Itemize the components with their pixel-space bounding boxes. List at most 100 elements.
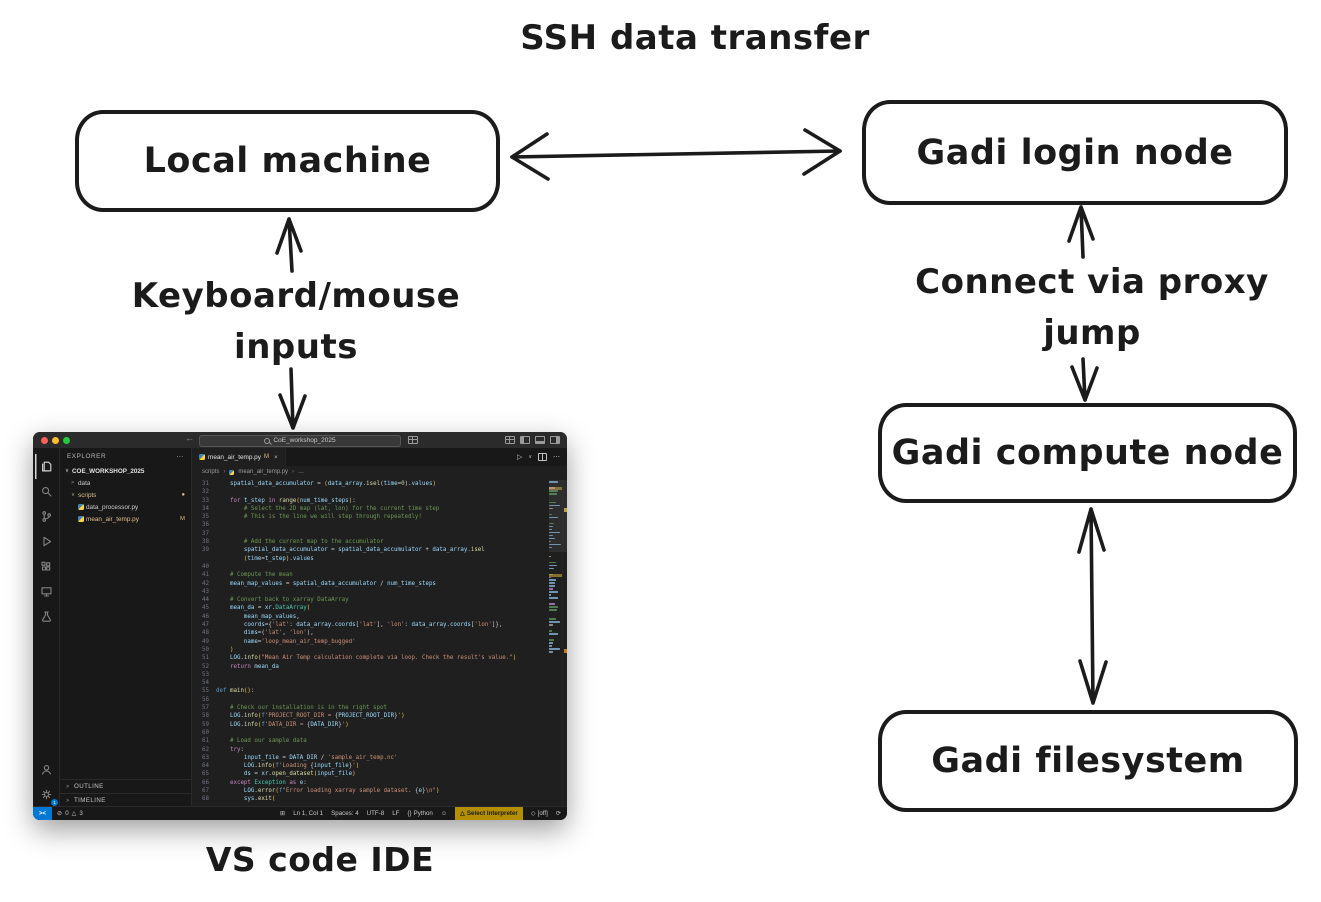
minimap-line bbox=[549, 546, 552, 549]
git-modified-badge: M bbox=[263, 454, 269, 460]
minimap-line bbox=[549, 588, 553, 591]
toggle-secondary-sidebar-icon[interactable] bbox=[550, 436, 560, 444]
explorer-root-folder[interactable]: ∨ COE_WORKSHOP_2025 bbox=[60, 465, 191, 477]
minimize-window-button[interactable] bbox=[52, 437, 59, 444]
minimap-line bbox=[549, 582, 555, 585]
minimap-line bbox=[549, 489, 558, 492]
minimap-line bbox=[549, 528, 553, 531]
settings-gear-icon[interactable]: 1 bbox=[35, 782, 58, 807]
breadcrumb-file[interactable]: mean_air_temp.py bbox=[238, 469, 289, 475]
notifications-bell-icon[interactable]: ⟳ bbox=[555, 810, 561, 817]
command-center-search[interactable]: CoE_workshop_2025 bbox=[199, 434, 401, 447]
run-dropdown-icon[interactable]: ∨ bbox=[528, 454, 532, 460]
copilot-status[interactable]: ◇[off] bbox=[530, 810, 548, 817]
encoding-status[interactable]: UTF-8 bbox=[366, 810, 385, 817]
settings-badge: 1 bbox=[51, 799, 58, 806]
cursor-position[interactable]: Ln 1, Col 1 bbox=[293, 810, 324, 817]
accounts-icon[interactable] bbox=[35, 757, 57, 782]
minimap-line bbox=[549, 507, 553, 510]
customize-layout-icon[interactable] bbox=[408, 436, 418, 444]
explorer-item-data-processor-py[interactable]: data_processor.py bbox=[60, 501, 191, 513]
outline-section[interactable]: > OUTLINE bbox=[60, 779, 191, 793]
warnings-count: 3 bbox=[79, 810, 83, 817]
tab-bar: mean_air_temp.py M × ▷ ∨ ⋯ bbox=[192, 448, 567, 466]
layout-grid-icon[interactable] bbox=[505, 436, 515, 444]
source-control-icon[interactable] bbox=[35, 504, 57, 529]
minimap-line bbox=[549, 561, 556, 564]
editor-area: mean_air_temp.py M × ▷ ∨ ⋯ scripts › mea… bbox=[192, 448, 567, 807]
select-interpreter-button[interactable]: △Select Interpreter bbox=[455, 807, 523, 820]
breadcrumb-separator: › bbox=[223, 469, 226, 475]
ruler-mark bbox=[563, 649, 567, 654]
minimap-line bbox=[549, 645, 553, 647]
remote-explorer-icon[interactable] bbox=[35, 579, 57, 604]
close-window-button[interactable] bbox=[41, 437, 48, 444]
run-python-icon[interactable]: ▷ bbox=[516, 454, 523, 461]
code-line: 66 except Exception as e: bbox=[202, 779, 307, 786]
explorer-item-label: data_processor.py bbox=[86, 503, 139, 511]
code-line: (time=t_step).values bbox=[243, 555, 314, 562]
window-controls[interactable] bbox=[41, 437, 70, 444]
keyboard-mouse-label-line2: inputs bbox=[234, 327, 358, 367]
minimap-line bbox=[549, 603, 555, 605]
minimap-line bbox=[549, 579, 557, 582]
minimap-slider[interactable] bbox=[549, 480, 567, 552]
code-line: 60 bbox=[202, 729, 209, 736]
extensions-icon[interactable] bbox=[35, 554, 57, 579]
minimap-line bbox=[549, 522, 555, 525]
feedback-icon[interactable]: ☺ bbox=[440, 810, 448, 817]
toggle-sidebar-icon[interactable] bbox=[520, 436, 530, 444]
minimap-line bbox=[549, 633, 558, 635]
explorer-more-icon[interactable]: ⋯ bbox=[176, 453, 184, 461]
chevron-right-icon: > bbox=[66, 783, 70, 790]
code-line: 40 bbox=[202, 563, 209, 570]
breadcrumb-scripts[interactable]: scripts bbox=[202, 469, 220, 475]
toggle-panel-icon[interactable] bbox=[535, 436, 545, 444]
language-mode[interactable]: {}Python bbox=[407, 810, 433, 817]
back-arrow-icon[interactable]: ← bbox=[185, 433, 197, 443]
minimap-line bbox=[549, 651, 553, 653]
close-tab-icon[interactable]: × bbox=[273, 453, 278, 461]
search-sidebar-icon[interactable] bbox=[35, 479, 57, 504]
timeline-section[interactable]: > TIMELINE bbox=[60, 793, 191, 807]
zoom-window-button[interactable] bbox=[63, 437, 70, 444]
editor-more-actions-icon[interactable]: ⋯ bbox=[553, 454, 560, 461]
chevron-down-icon: ∨ bbox=[65, 468, 70, 474]
minimap-line bbox=[549, 576, 551, 579]
ssh-data-transfer-label: SSH data transfer bbox=[520, 18, 870, 58]
code-line: 48 dims=('lat', 'lon'), bbox=[202, 630, 314, 637]
activity-bar: 1 bbox=[33, 448, 60, 807]
remote-indicator[interactable]: >< bbox=[33, 807, 52, 820]
code-line: 34 # Select the 2D map (lat, lon) for th… bbox=[202, 505, 440, 512]
local-machine-node: Local machine bbox=[75, 110, 500, 212]
explorer-item-data[interactable]: >data bbox=[60, 477, 191, 489]
arrow-ssh-line bbox=[510, 149, 842, 159]
explorer-item-label: mean_air_temp.py bbox=[86, 515, 139, 523]
problems-status[interactable]: ⊘ 0 △ 3 bbox=[52, 807, 83, 820]
overview-ruler[interactable] bbox=[562, 478, 567, 807]
minimap-highlight bbox=[549, 574, 562, 577]
run-debug-icon[interactable] bbox=[35, 529, 57, 554]
proxy-jump-label-line2: jump bbox=[1043, 313, 1141, 353]
minimap-line bbox=[549, 564, 557, 567]
workspace-title: CoE_workshop_2025 bbox=[273, 437, 336, 444]
vscode-window: ←→ CoE_workshop_2025 bbox=[33, 432, 567, 820]
split-editor-icon[interactable] bbox=[538, 453, 547, 461]
code-editor[interactable]: 31 spatial_data_accumulator = (data_arra… bbox=[192, 478, 567, 807]
minimap-line bbox=[549, 624, 553, 626]
explorer-item-scripts[interactable]: ∨scripts● bbox=[60, 489, 191, 501]
minimap[interactable] bbox=[549, 478, 562, 807]
breadcrumb-symbol[interactable]: … bbox=[298, 469, 305, 475]
testing-icon[interactable] bbox=[35, 604, 57, 629]
breadcrumb[interactable]: scripts › mean_air_temp.py › … bbox=[192, 466, 567, 478]
eol-status[interactable]: LF bbox=[392, 810, 400, 817]
minimap-line bbox=[549, 504, 560, 507]
gadi-login-node: Gadi login node bbox=[862, 100, 1288, 205]
explorer-icon[interactable] bbox=[35, 454, 57, 479]
chevron-right-icon: > bbox=[66, 797, 70, 804]
grid-status-icon[interactable]: ⊞ bbox=[280, 810, 286, 817]
code-line: 44 # Convert back to xarray DataArray bbox=[202, 597, 349, 604]
indentation-status[interactable]: Spaces: 4 bbox=[331, 810, 359, 817]
tab-mean-air-temp[interactable]: mean_air_temp.py M × bbox=[192, 448, 286, 466]
